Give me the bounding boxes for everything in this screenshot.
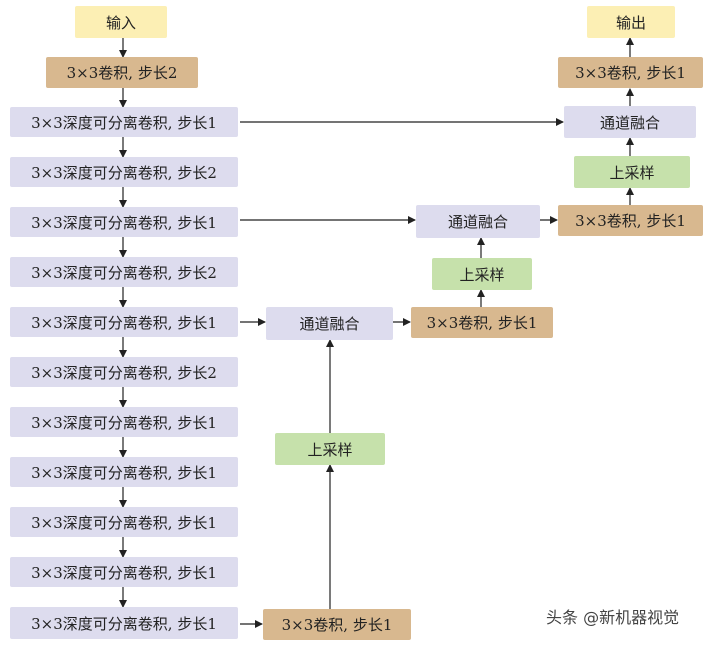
conv-node-2: 3×3卷积, 步长1	[558, 205, 703, 236]
dwconv-block: 3×3深度可分离卷积, 步长1	[10, 507, 238, 537]
dwconv-block: 3×3深度可分离卷积, 步长1	[10, 207, 238, 237]
channel-fuse-node-3: 通道融合	[564, 106, 696, 138]
conv-stride2-node: 3×3卷积, 步长2	[46, 57, 198, 88]
upsample-node-2: 上采样	[432, 258, 532, 290]
dwconv-block: 3×3深度可分离卷积, 步长1	[10, 607, 238, 639]
dwconv-block: 3×3深度可分离卷积, 步长1	[10, 307, 238, 337]
watermark: 头条 @新机器视觉	[546, 604, 679, 628]
upsample-node-1: 上采样	[275, 433, 385, 465]
dwconv-block: 3×3深度可分离卷积, 步长2	[10, 357, 238, 387]
dwconv-block: 3×3深度可分离卷积, 步长1	[10, 107, 238, 137]
channel-fuse-node-2: 通道融合	[416, 205, 540, 238]
conv-bottom-node: 3×3卷积, 步长1	[263, 609, 411, 640]
dwconv-block: 3×3深度可分离卷积, 步长1	[10, 457, 238, 487]
watermark-text: 头条 @新机器视觉	[546, 608, 680, 627]
upsample-node-3: 上采样	[574, 156, 690, 188]
dwconv-block: 3×3深度可分离卷积, 步长1	[10, 407, 238, 437]
conv-output-node: 3×3卷积, 步长1	[558, 57, 703, 88]
channel-fuse-node-1: 通道融合	[266, 307, 393, 340]
dwconv-block: 3×3深度可分离卷积, 步长1	[10, 557, 238, 587]
output-node: 输出	[587, 6, 675, 38]
dwconv-block: 3×3深度可分离卷积, 步长2	[10, 257, 238, 287]
conv-node-1: 3×3卷积, 步长1	[411, 307, 553, 338]
dwconv-block: 3×3深度可分离卷积, 步长2	[10, 157, 238, 187]
input-node: 输入	[75, 6, 167, 38]
